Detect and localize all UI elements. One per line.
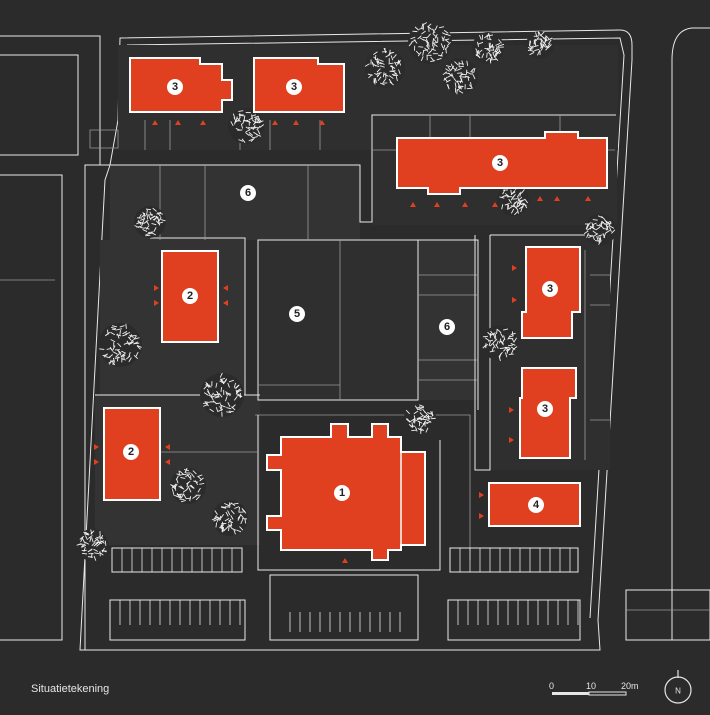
tree-icon bbox=[472, 32, 505, 64]
svg-text:1: 1 bbox=[339, 487, 345, 499]
entrance-marker-icon bbox=[512, 265, 517, 271]
tree-icon bbox=[200, 372, 244, 417]
entrance-marker-icon bbox=[509, 437, 514, 443]
garden-east-label: 6 bbox=[439, 319, 455, 335]
tree-icon bbox=[482, 325, 518, 362]
building-2a-label: 2 bbox=[182, 288, 198, 304]
entrance-marker-icon bbox=[165, 459, 170, 465]
entrance-marker-icon bbox=[342, 558, 348, 563]
tree-icon bbox=[364, 47, 405, 88]
north-label: N bbox=[675, 687, 681, 696]
tree-icon bbox=[76, 529, 108, 561]
entrance-marker-icon bbox=[585, 196, 591, 201]
parking bbox=[109, 547, 581, 641]
tree-icon bbox=[134, 206, 166, 238]
entrance-marker-icon bbox=[492, 202, 498, 207]
tree-icon bbox=[526, 30, 554, 59]
entrance-marker-icon bbox=[512, 297, 517, 303]
tree-icon bbox=[404, 402, 436, 434]
svg-text:3: 3 bbox=[291, 81, 297, 93]
tree-icon bbox=[497, 184, 529, 216]
building-3e-label: 3 bbox=[537, 401, 553, 417]
building-4-label: 4 bbox=[528, 497, 544, 513]
building-3a-label: 3 bbox=[167, 79, 183, 95]
entrances bbox=[94, 120, 591, 563]
entrance-marker-icon bbox=[152, 120, 158, 125]
entrance-marker-icon bbox=[154, 300, 159, 306]
entrance-marker-icon bbox=[410, 202, 416, 207]
tree-icon bbox=[170, 468, 206, 504]
north-arrow-icon: N bbox=[664, 670, 692, 704]
tree-icon bbox=[211, 500, 248, 536]
svg-text:2: 2 bbox=[187, 290, 193, 302]
tree-icon bbox=[442, 58, 478, 95]
svg-text:4: 4 bbox=[533, 499, 540, 511]
entrance-marker-icon bbox=[434, 202, 440, 207]
svg-text:3: 3 bbox=[172, 81, 178, 93]
scale-label-20: 20m bbox=[621, 681, 639, 691]
entrance-marker-icon bbox=[200, 120, 206, 125]
building-labels: 3 3 3 3 3 2 2 1 4 5 6 6 bbox=[123, 79, 558, 513]
tree-icon bbox=[583, 214, 616, 246]
building-3c-label: 3 bbox=[492, 155, 508, 171]
entrance-marker-icon bbox=[462, 202, 468, 207]
entrance-marker-icon bbox=[223, 300, 228, 306]
entrance-marker-icon bbox=[94, 444, 99, 450]
entrance-marker-icon bbox=[479, 513, 484, 519]
entrance-marker-icon bbox=[223, 285, 228, 291]
building-3b-label: 3 bbox=[286, 79, 302, 95]
entrance-marker-icon bbox=[293, 120, 299, 125]
entrance-marker-icon bbox=[175, 120, 181, 125]
entrance-marker-icon bbox=[271, 457, 276, 463]
scale-label-10: 10 bbox=[586, 681, 597, 691]
building-2b-label: 2 bbox=[123, 444, 139, 460]
entrance-marker-icon bbox=[509, 407, 514, 413]
svg-text:6: 6 bbox=[444, 321, 450, 333]
svg-text:3: 3 bbox=[542, 403, 548, 415]
svg-text:2: 2 bbox=[128, 446, 134, 458]
scale-bar bbox=[552, 691, 627, 696]
tree-icon bbox=[408, 20, 452, 64]
scale-label-0: 0 bbox=[549, 681, 555, 691]
entrance-marker-icon bbox=[94, 459, 99, 465]
entrance-marker-icon bbox=[479, 492, 484, 498]
courtyard-label: 5 bbox=[289, 306, 305, 322]
tree-icon bbox=[228, 108, 265, 144]
svg-text:6: 6 bbox=[245, 187, 251, 199]
garden-north-label: 6 bbox=[240, 185, 256, 201]
entrance-marker-icon bbox=[271, 519, 276, 525]
entrance-marker-icon bbox=[537, 196, 543, 201]
entrance-marker-icon bbox=[272, 120, 278, 125]
building-3d-label: 3 bbox=[542, 281, 558, 297]
tree-icon bbox=[98, 323, 142, 367]
svg-text:5: 5 bbox=[294, 308, 300, 320]
entrance-marker-icon bbox=[319, 120, 325, 125]
entrance-marker-icon bbox=[554, 196, 560, 201]
drawing-caption: Situatietekening bbox=[31, 683, 110, 695]
entrance-marker-icon bbox=[154, 285, 159, 291]
svg-text:3: 3 bbox=[547, 283, 553, 295]
trees bbox=[76, 20, 616, 561]
building-1-label: 1 bbox=[334, 485, 350, 501]
svg-text:3: 3 bbox=[497, 157, 503, 169]
entrance-marker-icon bbox=[165, 444, 170, 450]
